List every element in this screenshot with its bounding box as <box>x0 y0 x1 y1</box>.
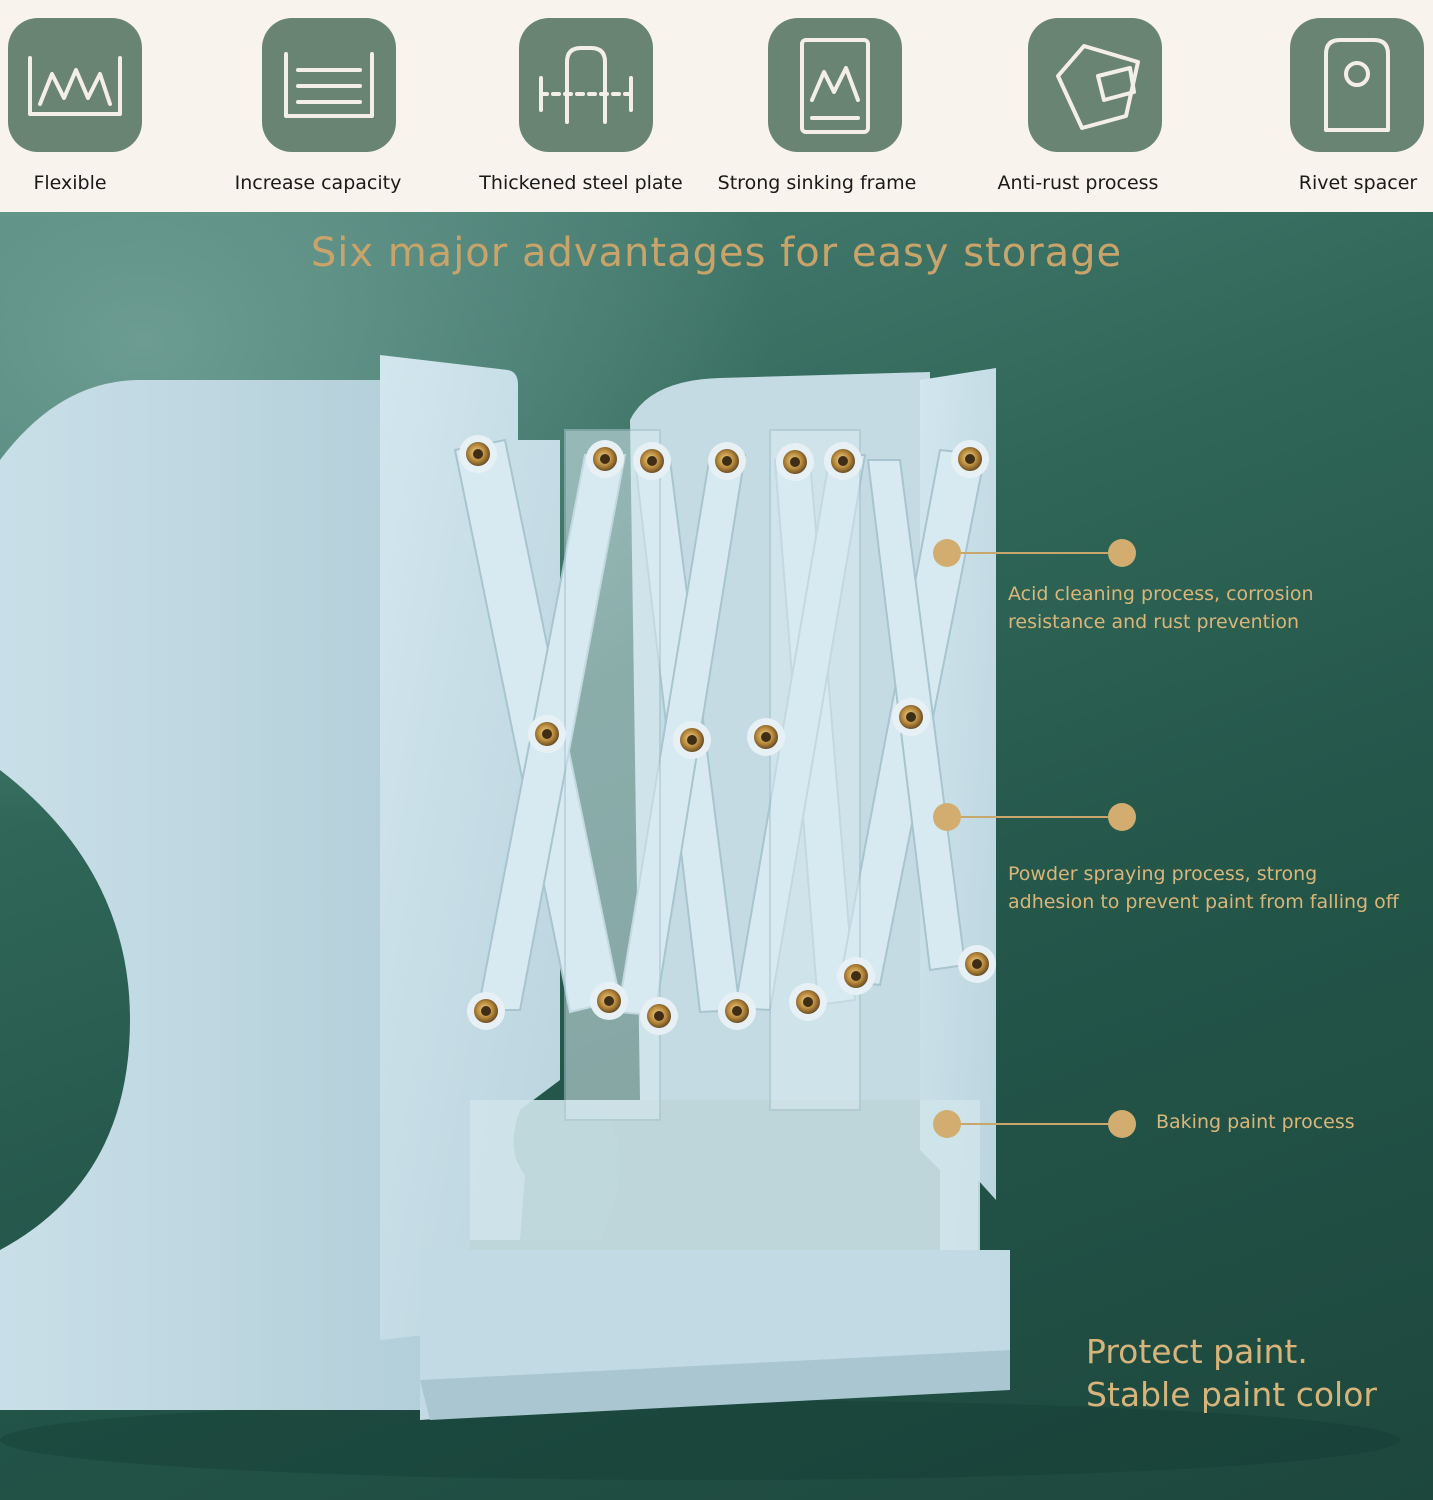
tagline-line1: Protect paint. <box>1086 1332 1308 1371</box>
anti-rust-icon <box>1028 18 1162 152</box>
feature-anti-rust: Anti-rust process <box>958 14 1198 204</box>
callout-text: Powder spraying process, strong <box>1008 863 1318 885</box>
steel-plate-icon <box>519 18 653 152</box>
rivet-spacer-icon <box>1290 18 1424 152</box>
flexible-icon <box>8 18 142 152</box>
sinking-frame-icon <box>768 18 902 152</box>
callout-text: resistance and rust prevention <box>1008 611 1300 633</box>
callout-text: adhesion to prevent paint from falling o… <box>1008 891 1399 913</box>
hero-title: Six major advantages for easy storage <box>310 230 1123 276</box>
bookend-illustration <box>0 355 1400 1480</box>
callout-lines <box>947 552 1122 1125</box>
feature-flexible: Flexible <box>0 14 190 204</box>
feature-label: Increase capacity <box>234 172 402 194</box>
callout-text: Baking paint process <box>1156 1111 1355 1133</box>
feature-strip: Flexible Increase capacity Thickened ste… <box>0 0 1433 212</box>
callout-dots <box>933 539 1136 1138</box>
callout-text: Acid cleaning process, corrosion <box>1008 583 1314 605</box>
feature-increase-capacity: Increase capacity <box>198 14 438 204</box>
feature-label: Rivet spacer <box>1298 172 1418 194</box>
feature-label: Flexible <box>33 172 107 194</box>
feature-label: Thickened steel plate <box>479 172 683 194</box>
left-side-plate <box>0 380 420 1410</box>
tagline-line2: Stable paint color <box>1086 1375 1377 1414</box>
feature-sinking-frame: Strong sinking frame <box>697 14 937 204</box>
tagline: Protect paint. Stable paint color <box>1086 1330 1377 1416</box>
feature-steel-plate: Thickened steel plate <box>461 14 701 204</box>
increase-capacity-icon <box>262 18 396 152</box>
feature-label: Strong sinking frame <box>717 172 917 194</box>
hero-section: Six major advantages for easy storage <box>0 212 1433 1500</box>
feature-rivet-spacer: Rivet spacer <box>1236 14 1433 204</box>
feature-label: Anti-rust process <box>997 172 1159 194</box>
